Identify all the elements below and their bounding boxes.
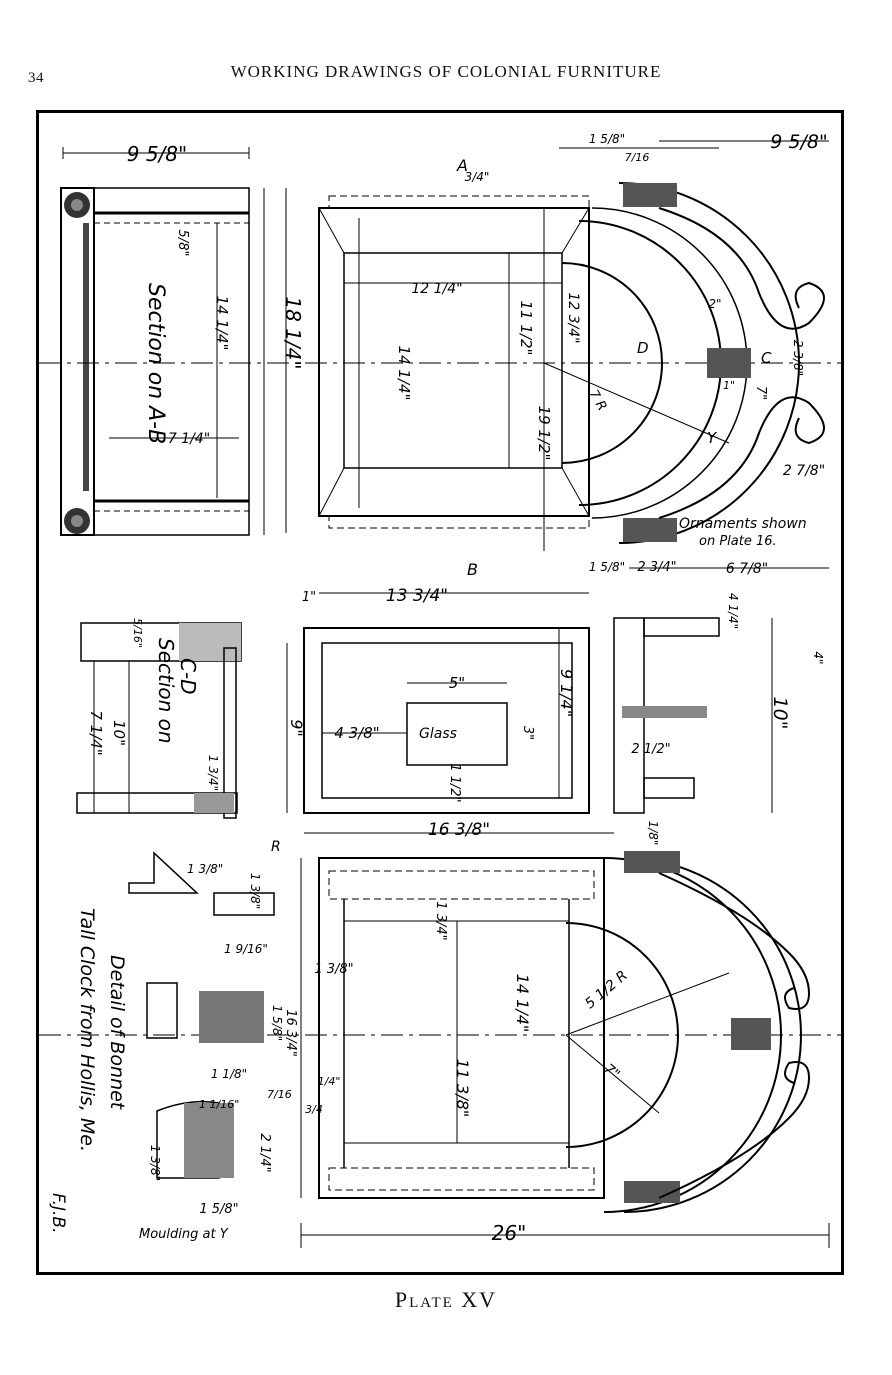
dim-5-16: 5/16" xyxy=(131,618,144,648)
letter-d: D xyxy=(637,339,649,357)
letter-y: Y xyxy=(707,429,718,447)
dim-12-3-4: 12 3/4" xyxy=(565,292,581,343)
letter-c: C xyxy=(761,349,772,367)
dim-5-1-2-r: 5 1/2 R xyxy=(582,968,631,1012)
dim-4-1-4: 4 1/4" xyxy=(726,593,740,629)
dim-1-top: 1" xyxy=(302,590,316,605)
dim-9-5-8-right: 9 5/8" xyxy=(770,131,827,153)
label-ornaments-1: Ornaments shown xyxy=(679,516,807,532)
dim-1-9-16: 1 9/16" xyxy=(224,942,268,956)
dim-9-5-8-left: 9 5/8" xyxy=(127,142,187,166)
dim-6-7-8: 6 7/8" xyxy=(726,561,768,577)
label-moulding: Moulding at Y xyxy=(139,1227,229,1242)
initials: F.J.B. xyxy=(48,1193,68,1233)
dim-13-3-4: 13 3/4" xyxy=(386,586,448,606)
dim-7-16-b: 7/16 xyxy=(267,1088,292,1101)
dim-18-1-4: 18 1/4" xyxy=(281,296,305,369)
dim-1-3-4-b: 1 3/4" xyxy=(433,901,448,940)
dim-3-4-b: 3/4 xyxy=(305,1103,323,1116)
label-section-ab: Section on A-B xyxy=(143,283,168,444)
moulding-details: 1 3/8" 1 3/8" 1 9/16" 1 1/8" 1 5/8" 7/16… xyxy=(48,839,292,1242)
title-line-1: Detail of Bonnet xyxy=(106,955,128,1111)
dim-4: 4" xyxy=(811,651,825,664)
dim-1-5-8-top: 1 5/8" xyxy=(589,132,625,146)
dim-1-3-8-mid: 1 3/8" xyxy=(314,962,353,977)
dim-7-16: 7/16 xyxy=(625,151,650,164)
section-ab-view: 9 5/8" 7 1/4" 14 1/4" 5/8" Section on A-… xyxy=(60,142,265,536)
door-elevation: 1" 13 3/4" 5" 4 3/8" Glass 3" 9 1/4" 9" … xyxy=(286,586,825,846)
letter-a: A xyxy=(456,156,468,175)
dim-2-3-4: 2 3/4" xyxy=(637,560,676,575)
dim-1-3-8-b: 1 3/8" xyxy=(248,873,262,909)
title-line-2: Tall Clock from Hollis, Me. xyxy=(76,908,98,1152)
dim-1-4: 1/4" xyxy=(318,1075,341,1088)
dim-2-3-8: 2 3/8" xyxy=(791,340,805,376)
dim-7-1-4: 7 1/4" xyxy=(168,431,210,447)
dim-9: 9" xyxy=(287,719,306,737)
label-glass: Glass xyxy=(419,726,457,742)
dim-12-1-4: 12 1/4" xyxy=(411,281,462,297)
dim-1-5-8-mid: 1 5/8" xyxy=(589,560,625,574)
dim-7: 7" xyxy=(753,386,768,400)
drawing-canvas: 9 5/8" 7 1/4" 14 1/4" 5/8" Section on A-… xyxy=(39,131,841,1248)
running-title: WORKING DRAWINGS OF COLONIAL FURNITURE xyxy=(230,62,662,81)
dim-16-3-4: 16 3/4" xyxy=(283,1009,298,1057)
dim-1-3-8-c: 1 3/8" xyxy=(148,1145,162,1181)
dim-5-8-a: 5/8" xyxy=(175,230,190,257)
dim-2: 2" xyxy=(708,297,721,311)
dim-14-1-4-a: 14 1/4" xyxy=(213,296,231,351)
dim-1-8: 1/8" xyxy=(646,821,660,846)
dim-5: 5" xyxy=(449,674,465,692)
dim-7-1-4-b: 7 1/4" xyxy=(87,710,105,755)
dim-11-3-8: 11 3/8" xyxy=(453,1059,472,1118)
page-number: 34 xyxy=(28,70,44,86)
dim-2-7-8: 2 7/8" xyxy=(783,463,825,479)
plate-drawing: 9 5/8" 7 1/4" 14 1/4" 5/8" Section on A-… xyxy=(36,110,844,1275)
dim-19-1-2: 19 1/2" xyxy=(535,406,553,461)
dim-1-3-4: 1 3/4" xyxy=(206,755,220,791)
label-section-cd-1: Section on xyxy=(154,638,178,744)
dim-1-1-16: 1 1/16" xyxy=(199,1098,239,1111)
label-ornaments-2: on Plate 16. xyxy=(699,534,777,549)
dim-2-1-4: 2 1/4" xyxy=(257,1133,272,1172)
dim-10: 10" xyxy=(769,697,791,730)
letter-b: B xyxy=(467,560,478,579)
dim-1-5-8-low: 1 5/8" xyxy=(270,1005,284,1041)
dim-1-1-8: 1 1/8" xyxy=(211,1067,247,1081)
section-cd-view: Section on C-D 10" 7 1/4" 1 3/4" 5/16" xyxy=(76,618,242,819)
front-elevation-top: 9 5/8" 1 5/8" 7/16 3/4" 18 1/4" 14 1/4" … xyxy=(281,131,829,579)
dim-1-5-8-bot: 1 5/8" xyxy=(199,1202,238,1217)
dim-1: 1" xyxy=(723,379,735,392)
dim-1-1-2: 1 1/2" xyxy=(447,763,462,802)
dim-14-1-4-c: 14 1/4" xyxy=(513,974,532,1033)
front-elevation-bottom: 16 3/4" 1 3/8" 3/4 1/4" 1 3/4" 14 1/4" 1… xyxy=(283,851,830,1248)
dim-3: 3" xyxy=(520,726,535,740)
dim-16-3-8: 16 3/8" xyxy=(428,820,490,840)
letter-r: R xyxy=(271,839,281,855)
dim-2-1-2: 2 1/2" xyxy=(631,742,670,757)
dim-10-b: 10" xyxy=(110,720,128,746)
plate-caption: Plate XV xyxy=(394,1287,498,1312)
dim-14-1-4-b: 14 1/4" xyxy=(395,346,413,401)
dim-3-4-top: 3/4" xyxy=(465,170,490,184)
dim-26: 26" xyxy=(492,1221,527,1245)
dim-1-3-8-a: 1 3/8" xyxy=(187,862,223,876)
dim-11-1-2: 11 1/2" xyxy=(517,301,535,356)
dim-9-1-4: 9 1/4" xyxy=(557,669,576,717)
dim-4-3-8: 4 3/8" xyxy=(334,724,379,742)
label-section-cd-2: C-D xyxy=(176,658,200,695)
